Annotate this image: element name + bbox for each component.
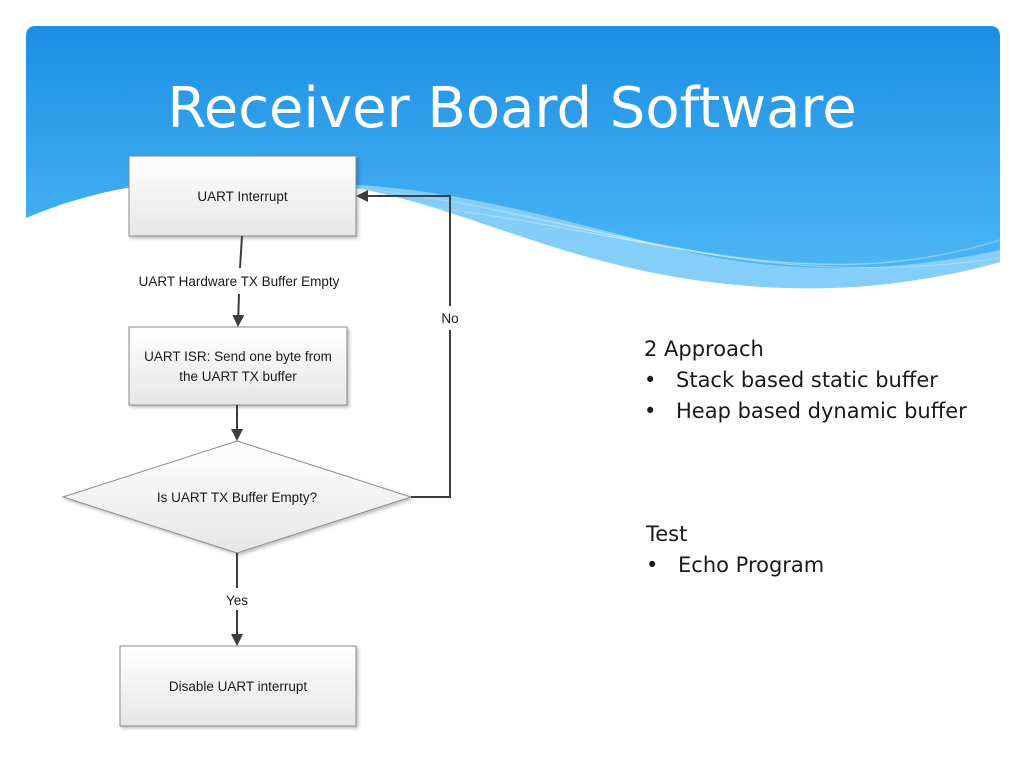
test-item: • Echo Program — [646, 550, 1006, 581]
edge-no-branch: No — [356, 190, 459, 498]
header-shape — [26, 26, 1000, 289]
node-uart-isr-label-line-1: UART ISR: Send one byte from — [144, 349, 332, 364]
test-heading: Test — [646, 522, 688, 546]
test-item-text: Echo Program — [678, 553, 825, 577]
edge-no-branch-label: No — [441, 311, 458, 326]
approach-item: • Stack based static buffer — [644, 365, 1004, 396]
bullet-icon: • — [644, 399, 657, 423]
header-background — [26, 26, 1001, 289]
edge-no-branch-line-lower — [411, 330, 451, 498]
edge-yes-branch-label: Yes — [226, 593, 248, 608]
header-wave-line-1 — [339, 187, 1001, 266]
test-list: • Echo Program — [646, 550, 1006, 581]
node-disable-box — [119, 645, 357, 727]
node-disable: Disable UART interrupt — [119, 645, 357, 727]
approach-item-text: Heap based dynamic buffer — [676, 399, 967, 423]
node-disable-label: Disable UART interrupt — [169, 679, 308, 694]
approach-item: • Heap based dynamic buffer — [644, 396, 1004, 427]
node-uart-interrupt-label: UART Interrupt — [197, 189, 288, 204]
node-uart-isr: UART ISR: Send one byte from the UART TX… — [128, 326, 348, 406]
bullet-icon: • — [644, 368, 657, 392]
node-uart-isr-label-line-2: the UART TX buffer — [179, 369, 297, 384]
node-decision-label: Is UART TX Buffer Empty? — [157, 490, 317, 505]
approach-panel: 2 Approach • Stack based static buffer •… — [644, 334, 1004, 427]
edge-to-isr: UART Hardware TX Buffer Empty — [139, 235, 340, 327]
bullet-icon: • — [646, 553, 659, 577]
approach-item-text: Stack based static buffer — [676, 368, 938, 392]
approach-list: • Stack based static buffer • Heap based… — [644, 365, 1004, 427]
node-uart-interrupt: UART Interrupt — [128, 155, 357, 237]
header-wave-line-2 — [299, 199, 1001, 268]
slide-title: Receiver Board Software — [167, 76, 857, 141]
edge-no-branch-line-upper — [356, 190, 451, 306]
edge-to-isr-line-bottom — [232, 293, 245, 327]
edge-to-isr-line-top — [239, 235, 243, 269]
edge-yes-branch: Yes — [226, 553, 248, 646]
edge-to-isr-label: UART Hardware TX Buffer Empty — [139, 274, 340, 289]
test-panel: Test • Echo Program — [646, 519, 1006, 581]
node-decision: Is UART TX Buffer Empty? — [61, 440, 413, 554]
approach-heading: 2 Approach — [644, 337, 764, 361]
node-uart-isr-box — [128, 326, 348, 406]
